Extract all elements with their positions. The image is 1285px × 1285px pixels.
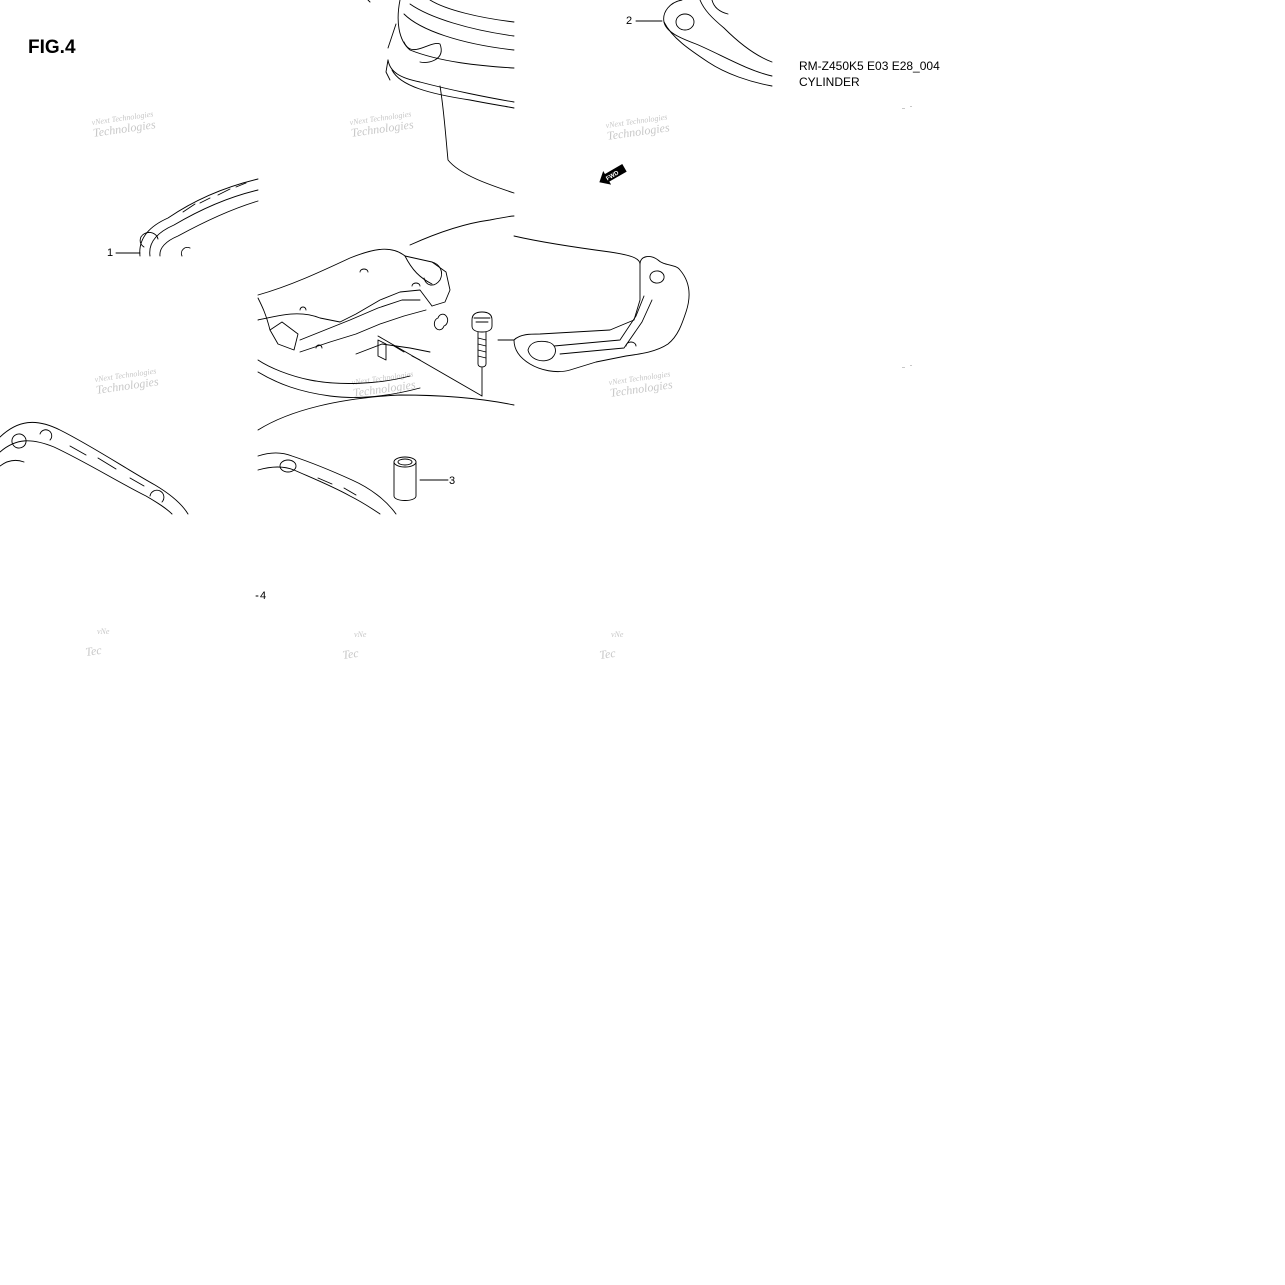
fwd-arrow-icon: FWD <box>599 163 627 185</box>
callout-number: 2 <box>626 15 633 27</box>
svg-text:Tec: Tec <box>84 643 103 659</box>
svg-text:Tec: Tec <box>598 646 617 662</box>
callout-line-top <box>367 0 371 3</box>
callout-number: 3 <box>449 475 456 487</box>
watermark-specks <box>902 106 912 368</box>
gasket-right <box>497 235 690 373</box>
dowel-pin <box>393 456 417 501</box>
svg-text:vNe: vNe <box>611 630 624 639</box>
gasket-part-2 <box>663 0 773 87</box>
cylinder-base <box>257 215 515 398</box>
gasket-lower-left <box>0 421 189 515</box>
figure-name: CYLINDER <box>799 75 860 89</box>
svg-text:vNe: vNe <box>354 630 367 639</box>
svg-text:vNe: vNe <box>97 627 110 636</box>
cylinder-body <box>385 0 515 194</box>
gasket-lower-center <box>257 394 515 515</box>
figure-code: RM-Z450K5 E03 E28_004 <box>799 59 940 73</box>
callout-number: 4 <box>260 590 267 602</box>
callout-number: 1 <box>107 247 114 259</box>
bolt <box>471 311 493 368</box>
svg-text:Tec: Tec <box>341 646 360 662</box>
watermarks: vNext Technologies Technologies vNext Te… <box>84 109 673 662</box>
gasket-part-1 <box>139 178 259 257</box>
figure-label: FIG.4 <box>28 37 76 58</box>
leader-lines <box>377 335 483 397</box>
